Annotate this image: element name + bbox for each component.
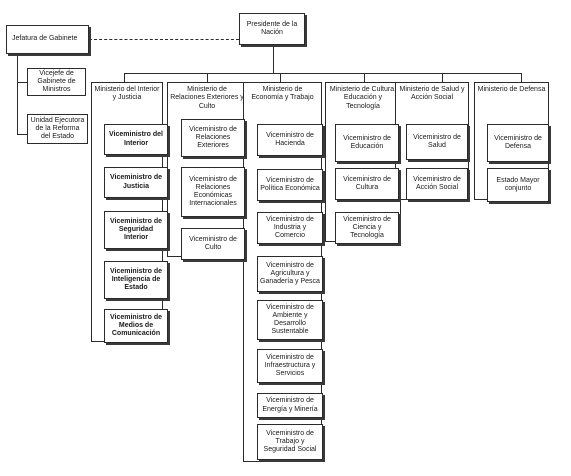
- vice-interior: Viceministro del Interior: [104, 124, 168, 155]
- drop-ministry-1: [124, 73, 125, 82]
- unidad-ejecutora-box: Unidad Ejecutora de la Reforma del Estad…: [27, 114, 88, 144]
- president-box: Presidente de la Nación: [239, 13, 305, 45]
- vice-energia-mineria: Viceministro de Energía y Minería: [257, 393, 323, 418]
- vice-salud: Viceministro de Salud: [406, 124, 468, 160]
- vicejefe-box: Vicejefe de Gabinete de Ministros: [27, 68, 86, 96]
- vice-educacion: Viceministro de Educación: [335, 124, 399, 162]
- drop-ministry-3: [280, 73, 281, 82]
- vice-justicia: Viceministro de Justicia: [104, 167, 168, 198]
- president-trunk: [273, 45, 274, 73]
- drop-ministry-2: [207, 73, 208, 82]
- vice-culto: Viceministro de Culto: [181, 228, 245, 260]
- vice-medios-comunicacion: Viceministro de Medios de Comunicación: [104, 309, 168, 343]
- vice-infraestructura: Viceministro de Infraestructura y Servic…: [257, 349, 323, 383]
- vice-defensa: Viceministro de Defensa: [487, 124, 549, 162]
- vice-politica-economica: Viceministro de Política Económica: [257, 169, 323, 201]
- drop-ministry-5: [442, 73, 443, 82]
- jefatura-spine: [17, 54, 18, 134]
- vice-ambiente: Viceministro de Ambiente y Desarrollo Su…: [257, 300, 323, 340]
- vice-trabajo-seguridad-social: Viceministro de Trabajo y Seguridad Soci…: [257, 424, 323, 460]
- drop-ministry-6: [521, 73, 522, 82]
- drop-ministry-4: [364, 73, 365, 82]
- vice-relaciones-exteriores: Viceministro de Relaciones Exteriores: [181, 119, 245, 157]
- vice-industria-comercio: Viceministro de Industria y Comercio: [257, 212, 323, 244]
- jefatura-dashed-connector: [89, 39, 239, 40]
- vice-agricultura: Viceministro de Agricultura y Ganadería …: [257, 256, 323, 292]
- vice-ciencia-tecnologia: Viceministro de Ciencia y Tecnología: [335, 212, 399, 244]
- estado-mayor-conjunto: Estado Mayor conjunto: [487, 168, 549, 202]
- vice-cultura: Viceministro de Cultura: [335, 168, 399, 200]
- jefatura-tick-1: [17, 82, 27, 83]
- vice-seguridad-interior: Viceministro de Seguridad Interior: [104, 211, 168, 249]
- vice-relaciones-economicas: Viceministro de Relaciones Económicas In…: [181, 167, 245, 217]
- jefatura-box: Jefatura de Gabinete: [6, 25, 89, 54]
- jefatura-tick-2: [17, 134, 27, 135]
- vice-accion-social: Viceministro de Acción Social: [406, 168, 468, 200]
- vice-hacienda: Viceministro de Hacienda: [257, 124, 323, 156]
- vice-inteligencia: Viceministro de Inteligencia de Estado: [104, 261, 168, 299]
- ministries-horizontal-bus: [124, 73, 522, 74]
